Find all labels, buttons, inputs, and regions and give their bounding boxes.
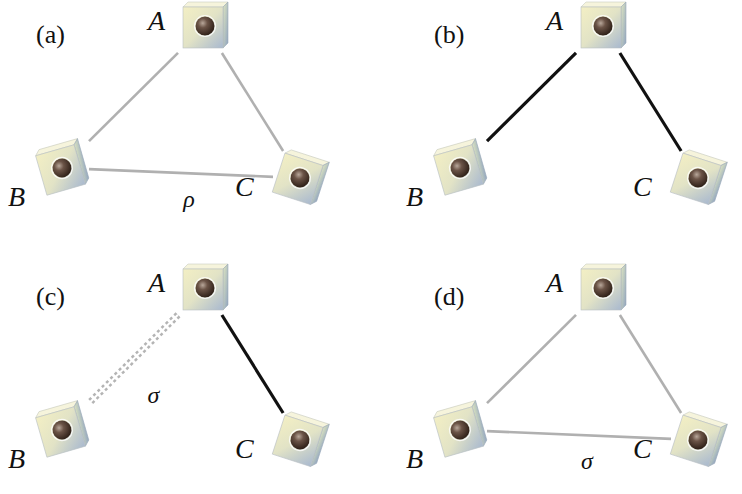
connector (487, 53, 576, 141)
qubit-sphere (50, 156, 74, 180)
connector (487, 315, 576, 403)
cube-side (223, 2, 228, 48)
connector (89, 315, 178, 403)
qubit-sphere (594, 279, 613, 298)
node-label: C (633, 173, 652, 201)
connector (222, 315, 283, 413)
node-label: A (546, 7, 563, 35)
node-label: B (8, 183, 25, 211)
cube-side (621, 264, 626, 310)
cube-top (581, 264, 626, 269)
qubit-sphere (448, 156, 472, 180)
qubit-cube: B (35, 403, 89, 457)
qubit-sphere (686, 428, 710, 452)
qubit-cube: C (671, 151, 725, 205)
cube-face (36, 145, 86, 195)
sphere-rim (49, 417, 75, 443)
qubit-sphere (196, 17, 215, 36)
connector (620, 53, 681, 151)
qubit-sphere (686, 166, 710, 190)
cube-face (183, 269, 223, 310)
cube-side (223, 264, 228, 310)
cube-face (183, 7, 223, 48)
cube-face (670, 415, 721, 466)
cube-face (434, 145, 484, 195)
sphere-rim (685, 427, 711, 453)
sphere-rim (287, 427, 313, 453)
cube-side (621, 2, 626, 48)
sphere-rim (195, 16, 216, 37)
sphere-rim (447, 417, 473, 443)
panel-label: (c) (36, 284, 65, 310)
qubit-sphere (288, 166, 312, 190)
cube-shape (671, 413, 725, 467)
cube-face (581, 7, 621, 48)
sphere-rim (685, 165, 711, 191)
cube-shape (35, 141, 89, 195)
panel-label: (d) (434, 284, 464, 310)
qubit-sphere (448, 418, 472, 442)
sphere-rim (195, 278, 216, 299)
qubit-sphere (288, 428, 312, 452)
cube-shape (576, 0, 630, 53)
cube-shape (178, 261, 232, 315)
cube-face (272, 415, 323, 466)
node-label: C (235, 173, 254, 201)
cube-face (36, 407, 86, 457)
sphere-rim (287, 165, 313, 191)
cube-shape (671, 151, 725, 205)
node-label: A (148, 7, 165, 35)
qubit-cube: B (35, 141, 89, 195)
cube-face (434, 407, 484, 457)
connector (89, 53, 178, 141)
node-label: A (546, 269, 563, 297)
sphere-rim (593, 278, 614, 299)
cube-shape (273, 413, 327, 467)
qubit-cube: A (576, 261, 630, 315)
edge-label: σ (146, 383, 162, 407)
cube-face (272, 153, 323, 204)
qubit-cube: B (433, 141, 487, 195)
node-label: B (8, 445, 25, 473)
sphere-rim (447, 155, 473, 181)
cube-top (581, 2, 626, 7)
qubit-cube: B (433, 403, 487, 457)
qubit-sphere (594, 17, 613, 36)
cube-top (183, 264, 228, 269)
qubit-cube: A (178, 261, 232, 315)
sphere-rim (49, 155, 75, 181)
cube-face (670, 153, 721, 204)
qubit-cube: A (576, 0, 630, 53)
qubit-cube: C (273, 413, 327, 467)
connector (620, 315, 681, 413)
qubit-cube: A (178, 0, 232, 53)
cube-shape (433, 141, 487, 195)
cube-shape (178, 0, 232, 53)
connector-core (89, 315, 178, 403)
cube-shape (576, 261, 630, 315)
node-label: B (406, 445, 423, 473)
qubit-sphere (196, 279, 215, 298)
edge-label: σ (579, 449, 595, 473)
sphere-rim (593, 16, 614, 37)
qubit-cube: C (273, 151, 327, 205)
node-label: C (633, 435, 652, 463)
connector (222, 53, 283, 151)
cube-shape (433, 403, 487, 457)
qubit-cube: C (671, 413, 725, 467)
cube-shape (273, 151, 327, 205)
cube-top (183, 2, 228, 7)
node-label: A (148, 269, 165, 297)
panel-label: (a) (36, 22, 65, 48)
panel-label: (b) (434, 22, 464, 48)
cube-face (581, 269, 621, 310)
cube-shape (35, 403, 89, 457)
node-label: C (235, 435, 254, 463)
node-label: B (406, 183, 423, 211)
qubit-sphere (50, 418, 74, 442)
edge-label: ρ (181, 187, 197, 211)
